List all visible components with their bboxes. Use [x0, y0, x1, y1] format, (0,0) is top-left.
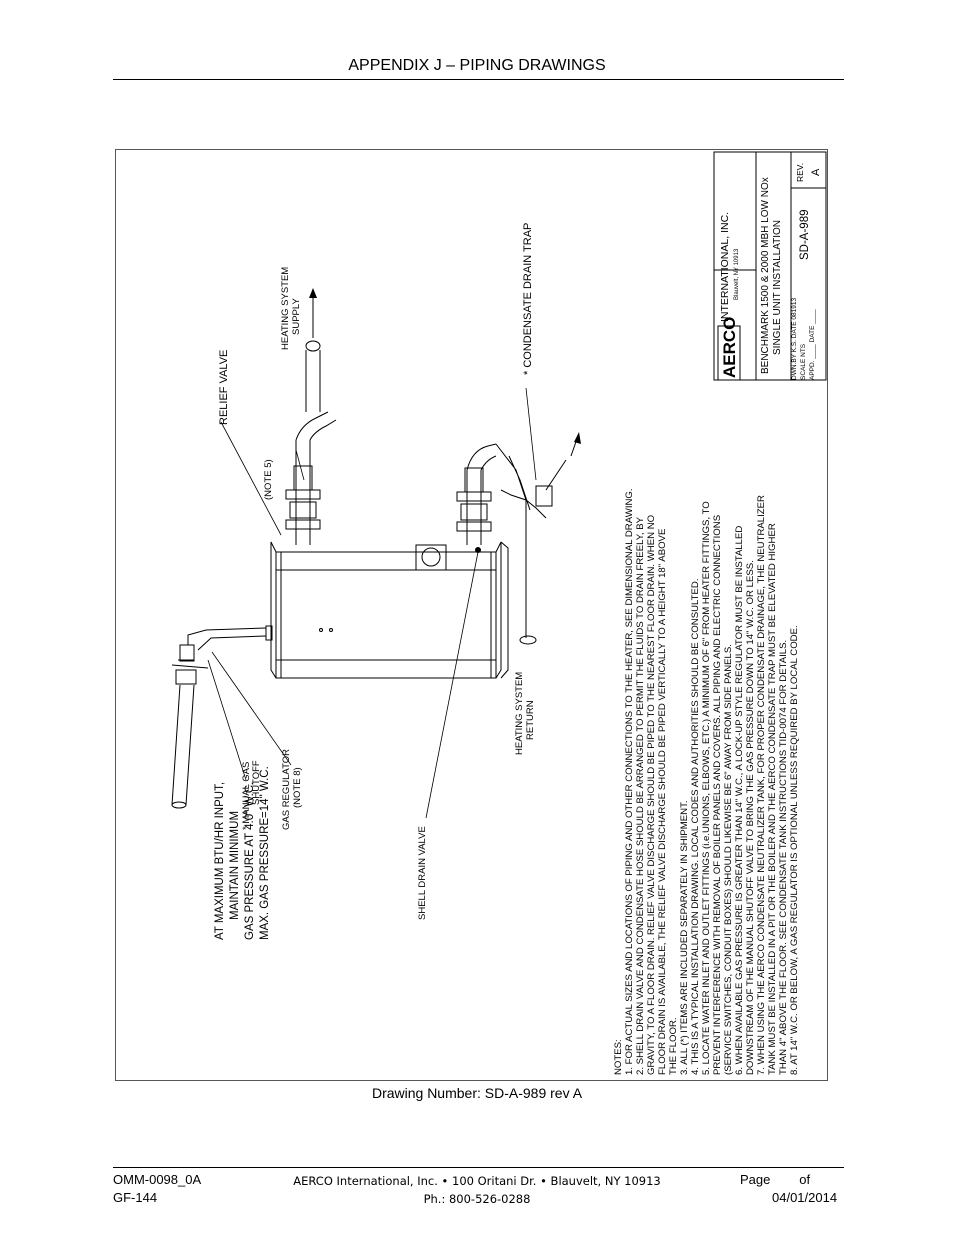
callout-gas-input-3: GAS PRESSURE AT 4.0" W.C.	[244, 782, 256, 940]
gas-piping	[171, 625, 273, 809]
footer-phone: Ph.: 800-526-0288	[423, 1192, 531, 1206]
leader-lines	[207, 387, 537, 819]
callout-manual-gas-1: * MANUAL GAS	[241, 762, 252, 830]
gas-input-leader	[171, 664, 209, 669]
note-line: 7. WHEN USING THE AERCO CONDENSATE NEUTR…	[756, 495, 767, 1075]
footer-page: Page of	[740, 1172, 811, 1187]
logo-text: AERCO	[720, 317, 739, 378]
company-address: Blauvelt, NY 10913	[734, 248, 740, 300]
callout-relief-valve: RELIEF VALVE	[218, 350, 230, 425]
supply-arrowhead	[309, 288, 317, 298]
piping-drawing: AERCO INTERNATIONAL, INC. Blauvelt, NY 1…	[115, 149, 828, 1081]
callout-gas-regulator-2: (NOTE 8)	[292, 767, 303, 808]
note-line: 8. AT 14" W.C. OR BELOW, A GAS REGULATOR…	[789, 625, 800, 1075]
footer-doc-id: OMM-0098_0A	[113, 1172, 202, 1187]
footer-rule	[113, 1167, 844, 1168]
company-name: INTERNATIONAL, INC.	[719, 212, 731, 322]
callout-condensate: * CONDENSATE DRAIN TRAP	[522, 223, 534, 375]
page-title: APPENDIX J – PIPING DRAWINGS	[348, 57, 606, 74]
piping-drawing-svg: AERCO INTERNATIONAL, INC. Blauvelt, NY 1…	[171, 151, 827, 1075]
drawing-number: SD-A-989	[799, 210, 811, 261]
rev-label: REV.	[795, 163, 805, 182]
callout-gas-regulator-1: GAS REGULATOR	[281, 749, 292, 830]
note-line: 3. ALL (*) ITEMS ARE INCLUDED SEPARATELY…	[679, 800, 690, 1075]
drawing-title-1: BENCHMARK 1500 & 2000 MBH LOW NOx	[760, 177, 771, 374]
note-line: NOTES:	[613, 1039, 624, 1075]
drawing-title-2: SINGLE UNIT INSTALLATION	[772, 220, 783, 355]
drawn-by: DWN.BY K.S. DATE 081913	[791, 297, 798, 380]
condensate-arrowhead	[574, 432, 581, 444]
scale: SCALE NTS	[800, 343, 807, 380]
callout-return-2: RETURN	[525, 700, 536, 740]
note-line: 5. LOCATE WATER INLET AND OUTLET FITTING…	[701, 501, 712, 1075]
note-line: 2. SHELL DRAIN VALVE AND CONDENSATE HOSE…	[635, 516, 646, 1075]
approved: APPD. ____ DATE ____	[809, 309, 816, 380]
drawing-notes: NOTES: 1. FOR ACTUAL SIZES AND LOCATIONS…	[613, 488, 800, 1075]
shell-drain-dot	[475, 547, 481, 553]
return-piping	[456, 443, 537, 645]
condensate-piping	[500, 459, 567, 519]
note-line: FLOOR DRAIN IS AVAILABLE, THE RELIEF VAL…	[657, 529, 668, 1075]
callout-supply-2: SUPPLY	[291, 298, 302, 335]
drawing-caption: Drawing Number: SD-A-989 rev A	[371, 1085, 583, 1101]
note-line: GRAVITY, TO A FLOOR DRAIN. RELIEF VALVE …	[646, 515, 657, 1075]
callout-supply-1: HEATING SYSTEM	[280, 267, 291, 350]
callout-return-1: HEATING SYSTEM	[514, 672, 525, 755]
footer-company: AERCO International, Inc. • 100 Oritani …	[293, 1174, 661, 1188]
callout-manual-gas-2: SHUTOFF	[251, 760, 262, 805]
header-rule	[113, 79, 844, 80]
note-line: PREVENT INTERFERENCE WITH REMOVAL OF BOI…	[712, 515, 723, 1075]
note-line: 6. WHEN AVAILABLE GAS PRESSURE IS GREATE…	[734, 526, 745, 1075]
note-line: THE FLOOR.	[668, 1017, 679, 1075]
callout-gas-input-1: AT MAXIMUM BTU/HR INPUT,	[214, 782, 226, 940]
note-line: (SERVICE SWITCHES, CONDUIT BOXES) SHOULD…	[723, 644, 734, 1075]
callout-gas-input-2: MAINTAIN MINIMUM	[229, 811, 241, 920]
footer-gf: GF-144	[113, 1190, 158, 1205]
note-line: DOWNSTREAM OF THE MANUAL SHUTOFF VALVE T…	[745, 560, 756, 1075]
note-line: 1. FOR ACTUAL SIZES AND LOCATIONS OF PIP…	[624, 488, 635, 1075]
note-line: TANK MUST BE INSTALLED IN A PIT OR THE B…	[767, 523, 778, 1075]
aerco-logo: AERCO	[717, 317, 741, 381]
callout-shell-drain: SHELL DRAIN VALVE	[417, 826, 428, 920]
rev-value: A	[810, 168, 822, 176]
footer-date: 04/01/2014	[772, 1190, 838, 1205]
callout-gas-input-4: MAX. GAS PRESSURE=14" W.C.	[259, 766, 271, 940]
boiler-unit	[270, 541, 509, 679]
note-line: 4. THIS IS A TYPICAL INSTALLATION DRAWIN…	[690, 579, 701, 1076]
title-block	[713, 151, 827, 381]
note-line: THAN 4" ABOVE THE FLOOR. SEE CONDENSATE …	[778, 640, 789, 1075]
supply-piping	[285, 340, 337, 545]
callout-note5: (NOTE 5)	[263, 459, 274, 500]
